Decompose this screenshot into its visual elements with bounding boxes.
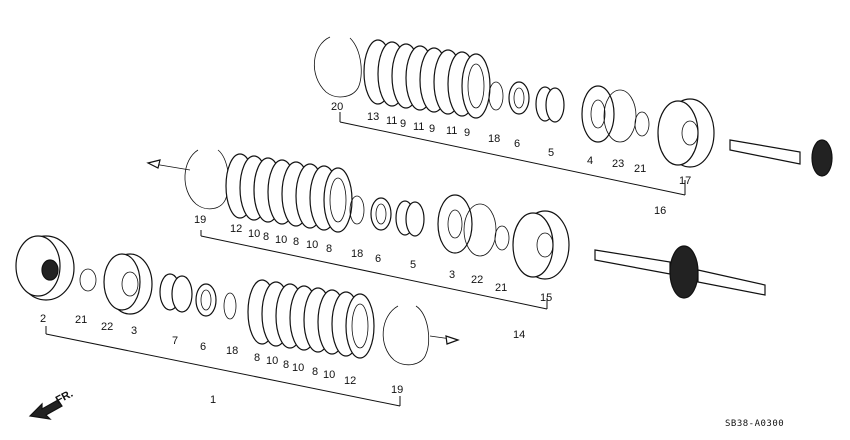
- label-mid-6: 6: [375, 253, 381, 265]
- label-top-21: 21: [634, 163, 646, 175]
- label-mid-3: 3: [449, 269, 455, 281]
- label-bot-10b: 10: [292, 362, 304, 374]
- label-assembly-14: 14: [513, 329, 525, 341]
- label-mid-10b: 10: [275, 234, 287, 246]
- assembly-1-labels: 2 21 22 3 7 6 18 8 10 8 10 8 10 12 19 1: [40, 313, 403, 406]
- label-top-9c: 9: [464, 127, 470, 139]
- label-mid-10c: 10: [306, 239, 318, 251]
- label-top-11b: 11: [413, 121, 424, 133]
- label-bot-2: 2: [40, 313, 46, 325]
- label-mid-8b: 8: [293, 236, 299, 248]
- assembly-14-labels: 19 12 10 8 10 8 10 8 18 6 5 3 22 21 15 1…: [194, 214, 552, 341]
- assembly-16-callouts: [339, 112, 686, 196]
- label-top-5: 5: [548, 147, 554, 159]
- assembly-14-callouts: [200, 230, 548, 310]
- label-top-17: 17: [679, 175, 691, 187]
- label-mid-19: 19: [194, 214, 206, 226]
- label-top-9b: 9: [429, 123, 435, 135]
- label-mid-21: 21: [495, 282, 507, 294]
- label-top-4: 4: [587, 155, 593, 167]
- front-direction-label: FR.: [54, 388, 75, 407]
- label-top-18: 18: [488, 133, 500, 145]
- label-bot-22: 22: [101, 321, 113, 333]
- top-clutch-stack: [363, 39, 491, 119]
- label-mid-15: 15: [540, 292, 552, 304]
- label-bot-12: 12: [344, 375, 356, 387]
- label-bot-8c: 8: [312, 366, 318, 378]
- label-mid-8a: 8: [263, 231, 269, 243]
- label-bot-18: 18: [226, 345, 238, 357]
- label-mid-8c: 8: [326, 243, 332, 255]
- label-bot-8b: 8: [283, 359, 289, 371]
- label-bot-19: 19: [391, 384, 403, 396]
- assembly-16-parts: [313, 36, 833, 177]
- label-top-11c: 11: [446, 125, 457, 137]
- assembly-14-parts: [146, 149, 766, 299]
- label-assembly-16: 16: [654, 205, 666, 217]
- middle-clutch-stack: [225, 153, 353, 233]
- label-top-23: 23: [612, 158, 624, 170]
- front-direction-indicator: FR.: [28, 388, 75, 420]
- label-top-11a: 11: [386, 115, 397, 127]
- label-mid-12: 12: [230, 223, 242, 235]
- diagram-code: SB38-A0300: [725, 419, 784, 429]
- label-mid-18: 18: [351, 248, 363, 260]
- label-bot-10c: 10: [323, 369, 335, 381]
- label-assembly-1: 1: [210, 394, 216, 406]
- front-arrow-icon: [28, 399, 63, 420]
- label-bot-3: 3: [131, 325, 137, 337]
- label-bot-7: 7: [172, 335, 178, 347]
- assembly-16-labels: 20 13 11 9 11 9 11 9 18 6 5 4 23 21 17 1…: [331, 101, 691, 217]
- label-top-6: 6: [514, 138, 520, 150]
- bottom-clutch-stack: [247, 279, 375, 359]
- label-bot-6: 6: [200, 341, 206, 353]
- label-mid-5: 5: [410, 259, 416, 271]
- label-bot-21: 21: [75, 314, 87, 326]
- label-mid-22: 22: [471, 274, 483, 286]
- label-bot-8a: 8: [254, 352, 260, 364]
- label-top-13: 13: [367, 111, 379, 123]
- label-top-9a: 9: [400, 118, 406, 130]
- label-top-20: 20: [331, 101, 343, 113]
- label-mid-10a: 10: [248, 228, 260, 240]
- assembly-1-callouts: [45, 326, 401, 407]
- label-bot-10a: 10: [266, 355, 278, 367]
- assembly-1-parts: [15, 235, 460, 366]
